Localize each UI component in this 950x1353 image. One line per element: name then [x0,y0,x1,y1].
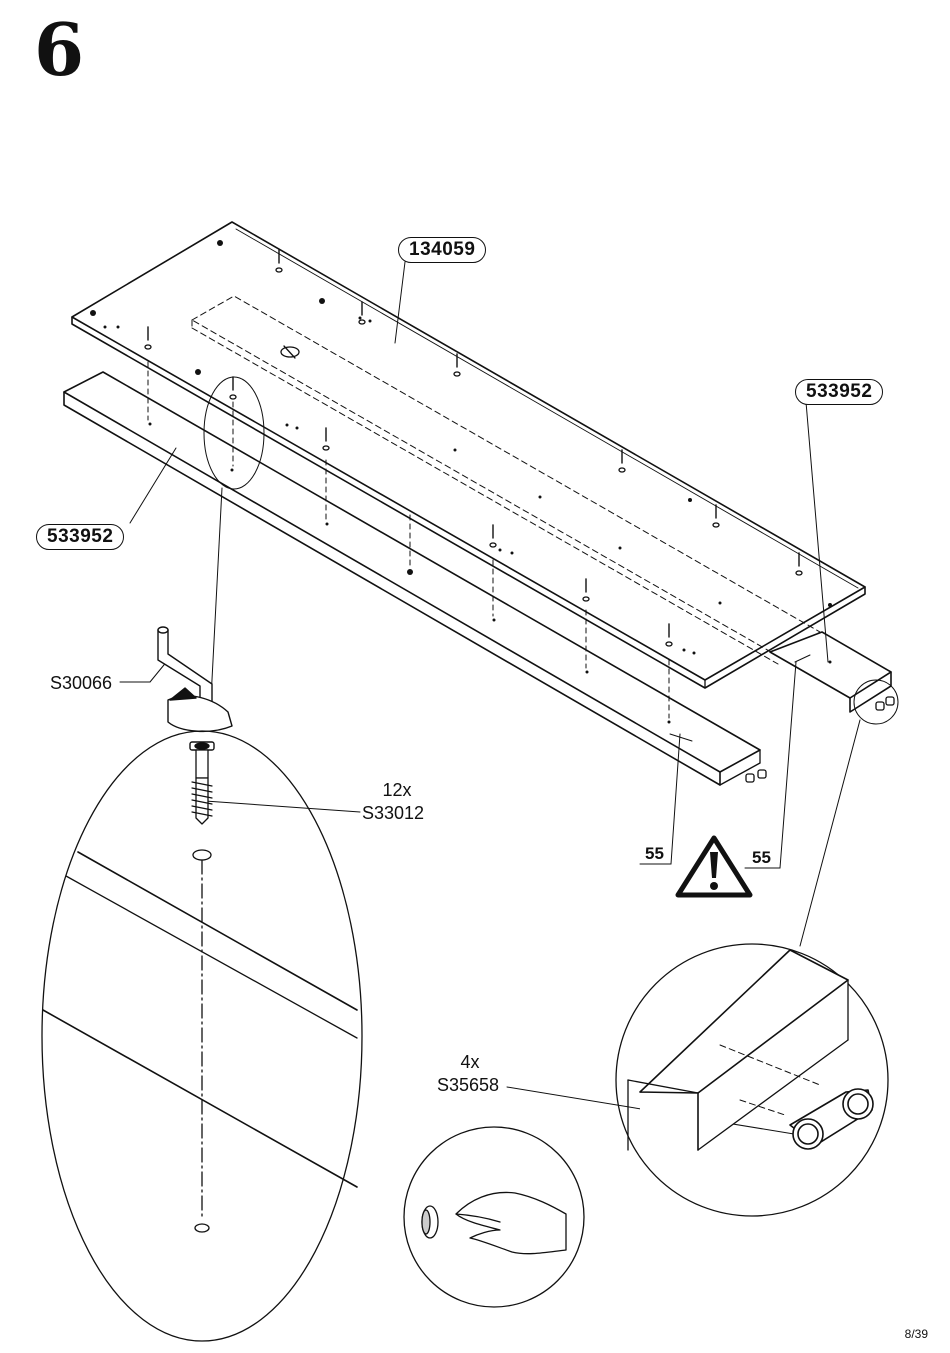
top-panel [71,221,866,689]
rail-right [769,631,895,713]
screw-qty: 12x [382,780,412,800]
plug-detail [615,943,889,1217]
part-label-rail-right: 533952 [795,379,884,405]
rail-left [63,371,767,786]
part-label-top-panel: 134059 [398,237,487,263]
screw-detail [41,730,363,1342]
dimension-left: 55 [645,844,664,863]
page-number: 8/39 [904,1327,928,1341]
step-number: 6 [34,7,85,92]
plug-qty: 4x [460,1052,480,1072]
plug-code: S35658 [437,1075,500,1095]
allen-key-tool [157,626,233,733]
hand-detail [403,1126,585,1308]
exclamation-warning-icon [675,835,753,898]
tool-code: S30066 [50,673,113,693]
part-label-rail-left: 533952 [36,524,125,550]
dimension-right: 55 [752,848,771,867]
screw-code: S33012 [362,803,425,823]
